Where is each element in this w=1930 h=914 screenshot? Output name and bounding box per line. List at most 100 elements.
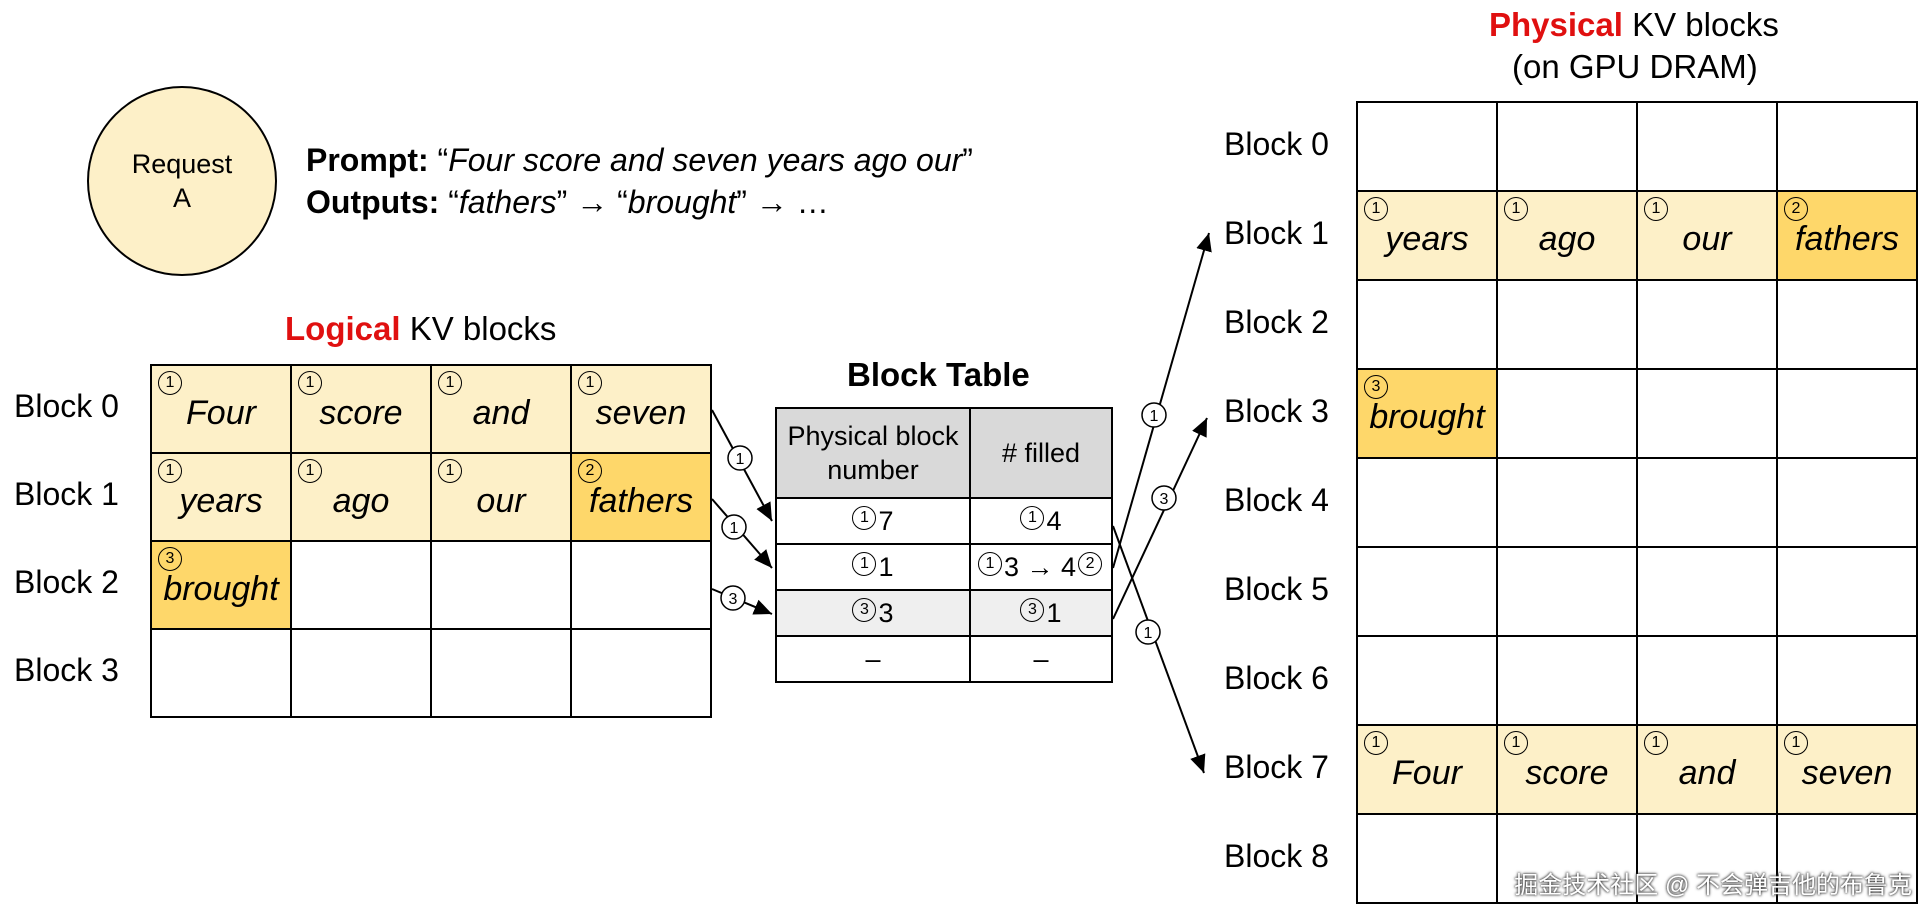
physical-cell [1356, 101, 1498, 192]
logical-title-red: Logical [285, 310, 401, 347]
sequence-number-badge: 1 [1504, 197, 1528, 221]
physical-cell [1776, 813, 1918, 904]
physical-row [1356, 813, 1918, 904]
physical-row [1356, 279, 1918, 370]
physical-cell [1496, 279, 1638, 370]
physical-row-label: Block 6 [1224, 659, 1329, 696]
physical-cell [1636, 279, 1778, 370]
logical-row-label: Block 1 [14, 476, 119, 512]
block-table-cell: – [775, 635, 971, 683]
sequence-number-badge: 1 [1364, 731, 1388, 755]
prompt-line: Prompt: “Four score and seven years ago … [306, 142, 973, 179]
arrow-label-text-0: 1 [736, 451, 745, 468]
block-table-row: –– [775, 635, 1113, 683]
quote-close: ” [736, 184, 747, 220]
output-1: fathers [458, 184, 557, 220]
sequence-number-badge: 1 [158, 459, 182, 483]
arrow-label-1: 1 [721, 514, 747, 540]
sequence-number-badge: 1 [158, 371, 182, 395]
request-circle: Request A [87, 86, 277, 276]
token-text: Four [186, 393, 256, 432]
sequence-number-badge: 1 [1644, 731, 1668, 755]
arrow-label-text-5: 1 [1144, 625, 1153, 642]
arrow-label-text-4: 3 [1160, 491, 1169, 508]
arrow-physical-row0 [1112, 525, 1206, 774]
logical-row-label: Block 0 [14, 388, 119, 424]
token-text: Four [1392, 754, 1462, 792]
token-text: and [472, 393, 530, 432]
sequence-number-badge: 1 [1020, 505, 1045, 530]
block-table-header-physical: Physical block number [775, 407, 971, 499]
physical-row-label: Block 1 [1224, 214, 1329, 251]
logical-title-rest: KV blocks [400, 310, 557, 347]
arrow-physical-row2 [1112, 417, 1208, 620]
token-text: and [1678, 754, 1736, 792]
physical-row [1356, 635, 1918, 726]
logical-row-label: Block 2 [14, 564, 119, 600]
logical-cell [150, 628, 292, 718]
sequence-number-badge: 3 [1364, 375, 1388, 399]
sequence-number-badge: 1 [578, 371, 602, 395]
physical-row-label: Block 5 [1224, 570, 1329, 607]
quote-open: “ [617, 184, 628, 220]
token-text: years [179, 481, 263, 520]
physical-cell [1776, 635, 1918, 726]
physical-title: Physical KV blocks [1489, 6, 1779, 44]
arrow-label-3: 1 [1141, 402, 1167, 428]
sequence-number-badge: 1 [298, 459, 322, 483]
physical-cell [1356, 635, 1498, 726]
outputs-line: Outputs: “fathers” → “brought” → … [306, 184, 829, 221]
token-text: our [1682, 220, 1732, 258]
sequence-number-badge: 3 [1020, 597, 1045, 622]
block-table-value: 7 [878, 505, 894, 536]
sequence-number-badge: 3 [158, 547, 182, 571]
sequence-number-badge: 1 [1784, 731, 1808, 755]
quote-open: “ [437, 142, 449, 178]
physical-subtitle: (on GPU DRAM) [1512, 48, 1758, 85]
quote-open: “ [448, 184, 459, 220]
physical-cell [1496, 546, 1638, 637]
sequence-number-badge: 1 [1644, 197, 1668, 221]
block-table-value: 3 → 4 [1003, 551, 1077, 582]
physical-cell [1636, 457, 1778, 548]
logical-row-label: Block 3 [14, 652, 119, 688]
arrow-label-2: 3 [720, 585, 746, 611]
arrow-label-4: 3 [1151, 485, 1177, 511]
sequence-number-badge: 3 [852, 597, 877, 622]
physical-row-label: Block 3 [1224, 392, 1329, 429]
logical-cell [570, 540, 712, 630]
token-text: our [476, 481, 526, 520]
block-table-value: 1 [1046, 597, 1062, 628]
physical-cell [1356, 546, 1498, 637]
sequence-number-badge: 1 [298, 371, 322, 395]
output-2: brought [627, 184, 737, 220]
physical-title-red: Physical [1489, 6, 1623, 43]
physical-row-label: Block 2 [1224, 303, 1329, 340]
arrow-label-0: 1 [727, 445, 753, 471]
logical-cell [430, 628, 572, 718]
physical-cell [1356, 457, 1498, 548]
token-text: fathers [589, 481, 693, 520]
